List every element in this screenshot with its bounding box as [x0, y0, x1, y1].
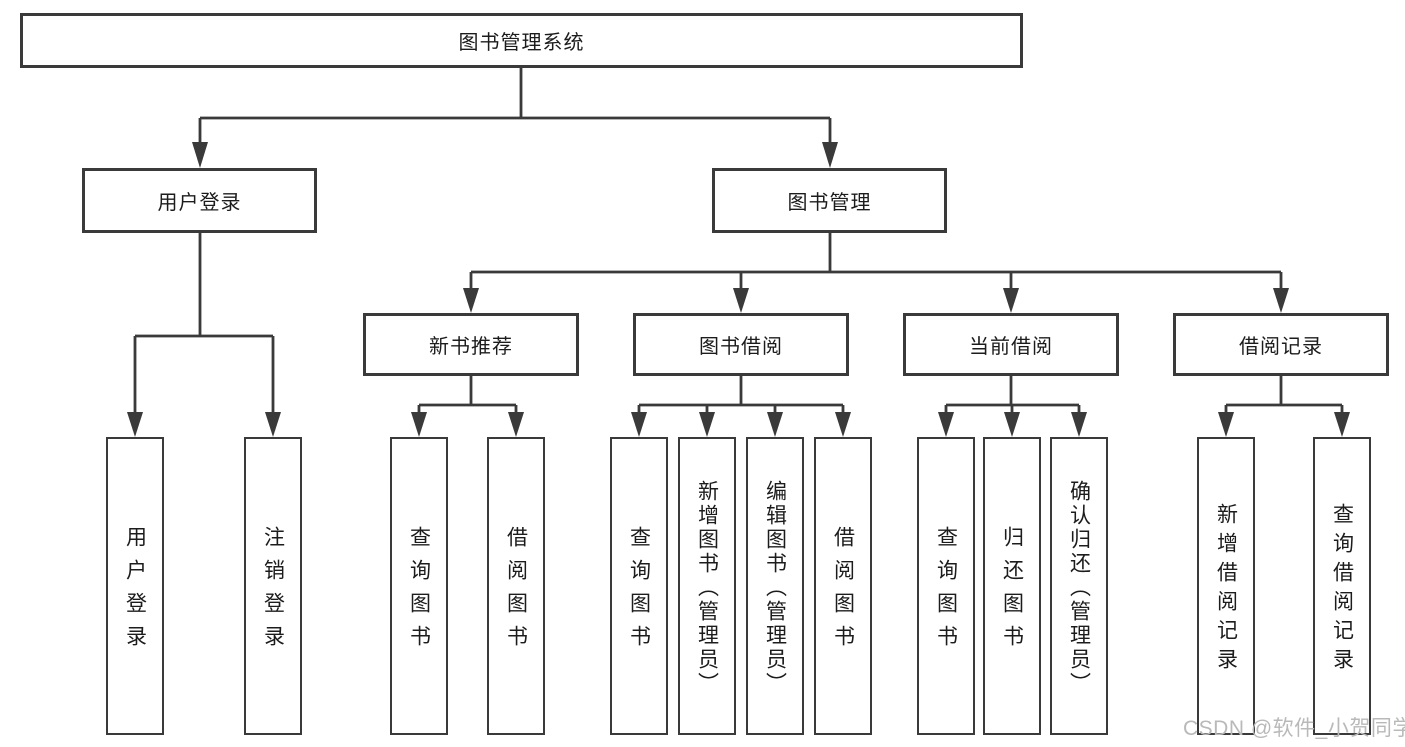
node-book-management: 图书管理 [712, 168, 947, 233]
leaf-query-books-recommend: 查询图书 [390, 437, 448, 735]
leaf-query-books-current: 查询图书 [917, 437, 975, 735]
leaf-add-book-admin: 新增图书（管理员） [678, 437, 736, 735]
node-user-login: 用户登录 [82, 168, 317, 233]
csdn-watermark: CSDN @软件_小贺同学 [1183, 717, 1405, 740]
arrowhead-icons [127, 142, 1350, 437]
leaf-borrow-books-recommend: 借阅图书 [487, 437, 545, 735]
node-borrowing-records: 借阅记录 [1173, 313, 1389, 376]
node-new-book-recommendation: 新书推荐 [363, 313, 579, 376]
leaf-query-books-borrowing: 查询图书 [610, 437, 668, 735]
leaf-borrow-books-borrowing: 借阅图书 [814, 437, 872, 735]
leaf-add-borrow-record: 新增借阅记录 [1197, 437, 1255, 735]
leaf-logout: 注销登录 [244, 437, 302, 735]
leaf-edit-book-admin: 编辑图书（管理员） [746, 437, 804, 735]
node-library-management-system: 图书管理系统 [20, 13, 1023, 68]
leaf-return-books: 归还图书 [983, 437, 1041, 735]
node-book-borrowing: 图书借阅 [633, 313, 849, 376]
leaf-confirm-return-admin: 确认归还（管理员） [1050, 437, 1108, 735]
leaf-query-borrow-record: 查询借阅记录 [1313, 437, 1371, 735]
node-current-borrowing: 当前借阅 [903, 313, 1119, 376]
leaf-user-login: 用户登录 [106, 437, 164, 735]
